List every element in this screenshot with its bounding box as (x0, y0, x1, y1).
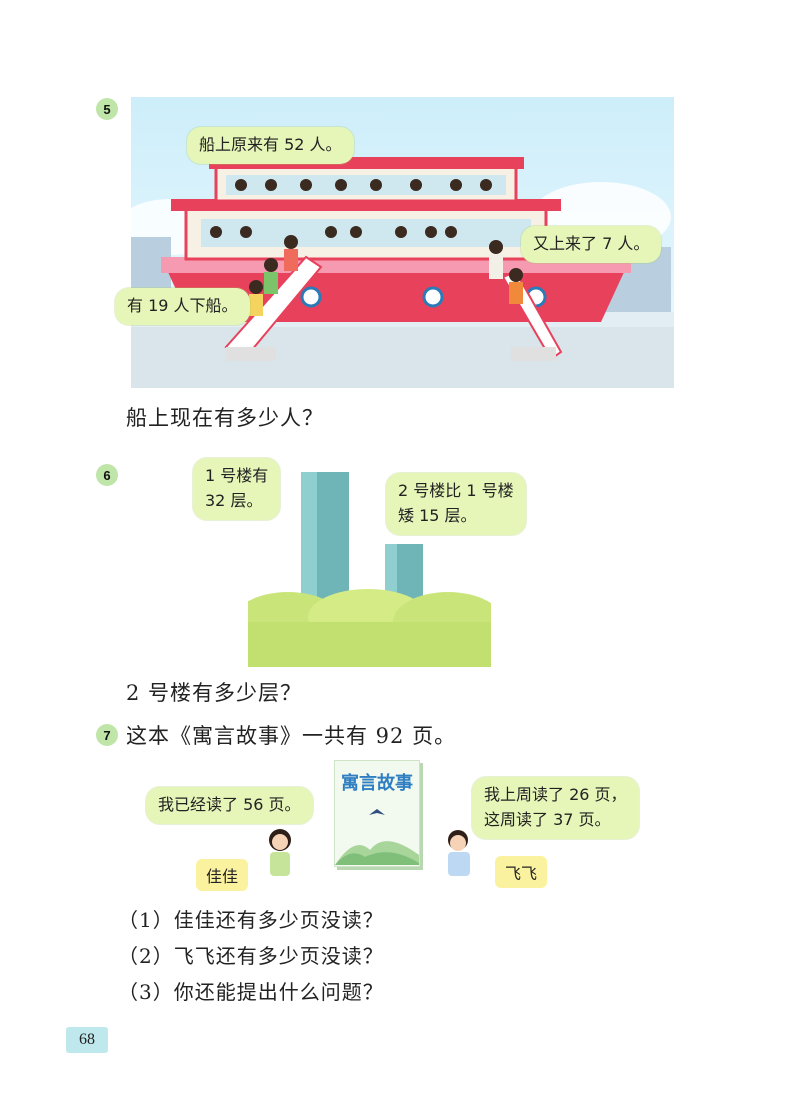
speech-bubble-building-1: 1 号楼有 32 层。 (193, 458, 281, 520)
bubble-text: 船上原来有 52 人。 (199, 135, 342, 154)
problem-number-6: 6 (96, 464, 118, 486)
bubble-line: 这周读了 37 页。 (484, 809, 611, 829)
problem-number-7: 7 (96, 724, 118, 746)
girl-icon (269, 829, 291, 876)
problem6-question: 2 号楼有多少层？ (126, 681, 303, 705)
book-cover: 寓言故事 (334, 760, 420, 867)
bubble-line: 我上周读了 26 页， (484, 785, 627, 804)
problem-number-5: 5 (96, 98, 118, 120)
bubble-line: 32 层。 (205, 490, 263, 510)
book-title: 寓言故事 (341, 773, 413, 794)
buildings-illustration (233, 472, 503, 667)
bubble-line: 矮 15 层。 (398, 505, 477, 525)
feifei-figure (436, 826, 476, 880)
sub-question-1: （1）佳佳还有多少页没读？ (118, 908, 384, 932)
bubble-line: 2 号楼比 1 号楼 (398, 481, 514, 500)
speech-bubble-building-2: 2 号楼比 1 号楼 矮 15 层。 (386, 473, 526, 535)
speech-bubble-original-passengers: 船上原来有 52 人。 (187, 127, 354, 164)
jiajia-figure (260, 826, 300, 880)
speech-bubble-jiajia: 我已经读了 56 页。 (146, 787, 313, 824)
bubble-text: 有 19 人下船。 (127, 296, 238, 315)
buildings-image (233, 472, 503, 667)
bubble-line: 1 号楼有 (205, 466, 269, 485)
speech-bubble-disembarked: 有 19 人下船。 (115, 288, 250, 325)
bubble-text: 我已经读了 56 页。 (158, 795, 301, 814)
bubble-text: 又上来了 7 人。 (533, 234, 650, 253)
problem7-statement: 这本《寓言故事》一共有 92 页。 (126, 724, 457, 748)
speech-bubble-boarded: 又上来了 7 人。 (521, 226, 662, 263)
boy-icon (448, 830, 470, 876)
name-tag-feifei: 飞飞 (495, 856, 548, 888)
book-illustration (335, 809, 419, 865)
sub-question-2: （2）飞飞还有多少页没读？ (118, 944, 384, 968)
sub-question-3: （3）你还能提出什么问题？ (118, 980, 384, 1004)
name-tag-jiajia: 佳佳 (196, 859, 249, 891)
speech-bubble-feifei: 我上周读了 26 页， 这周读了 37 页。 (472, 777, 639, 839)
problem5-question: 船上现在有多少人？ (126, 406, 324, 430)
page-number: 68 (66, 1027, 108, 1053)
